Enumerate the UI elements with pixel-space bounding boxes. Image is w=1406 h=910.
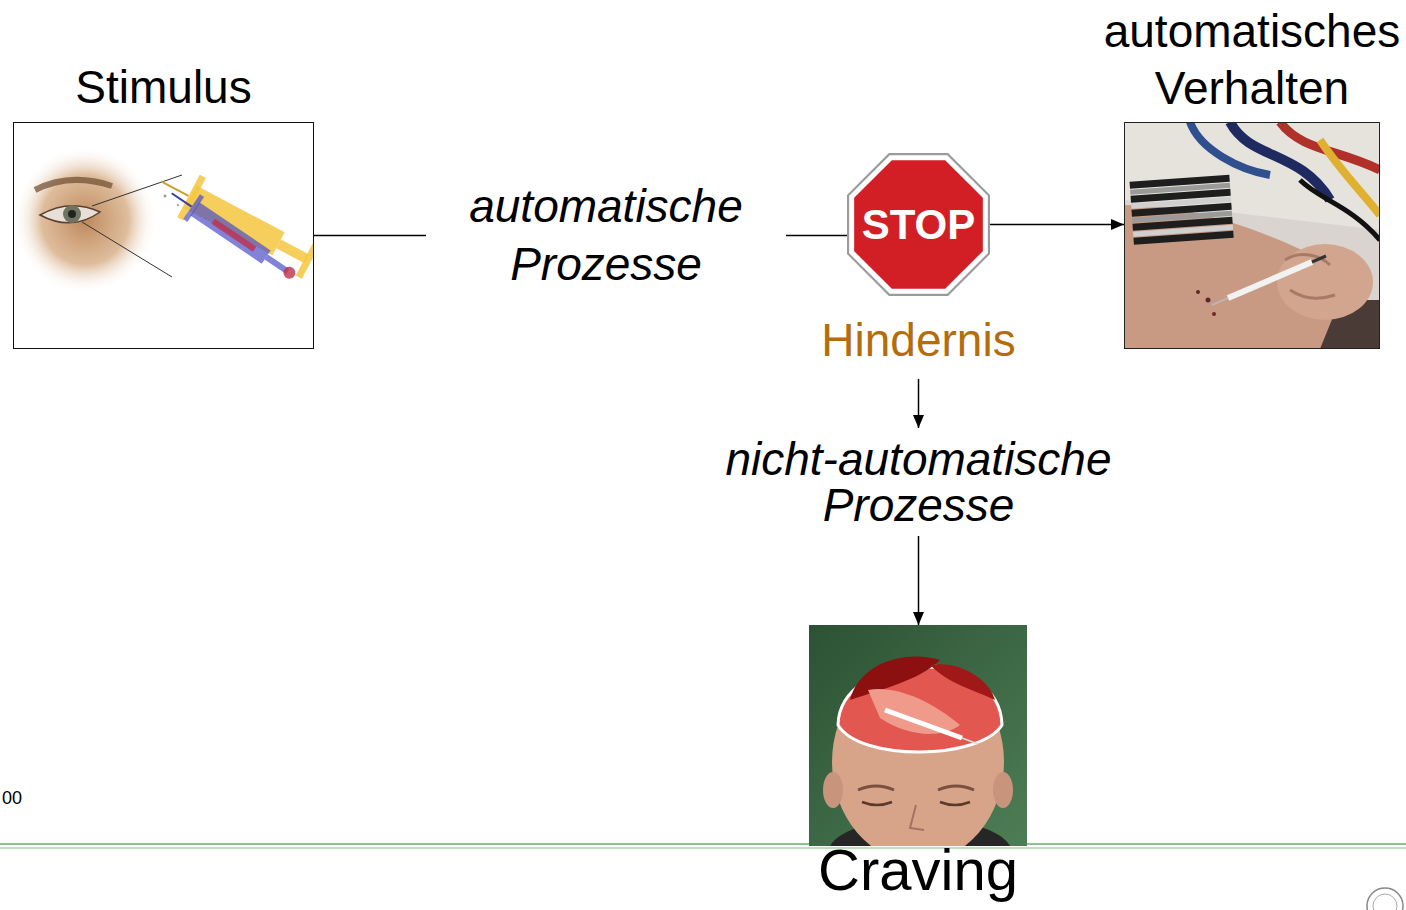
picture-line xyxy=(885,710,962,738)
craving-picture xyxy=(809,625,1027,846)
picture-g xyxy=(1130,175,1234,245)
node-caption: Craving xyxy=(768,842,1068,897)
edge-label: nicht-automatische Prozesse xyxy=(699,436,1139,528)
picture-rect xyxy=(1124,122,1380,349)
picture-ellipse xyxy=(14,146,157,294)
picture-path xyxy=(910,805,924,830)
picture-path xyxy=(1320,140,1380,215)
picture-path xyxy=(940,802,970,805)
picture-ellipse xyxy=(1277,244,1373,320)
stop-text: STOP xyxy=(862,204,976,246)
picture-g xyxy=(163,181,302,289)
eye-syringe-picture xyxy=(14,146,313,294)
picture-rect xyxy=(183,194,204,222)
craving-picture-box: Craving xyxy=(809,625,1027,846)
picture-line xyxy=(1212,298,1228,305)
behaviour-picture-box: automatisches Verhalten xyxy=(1124,122,1380,349)
arrow-head xyxy=(913,612,924,625)
picture-circle xyxy=(68,210,76,218)
node-heading: automatisches Verhalten xyxy=(1097,3,1406,117)
footer-rule xyxy=(0,843,1406,849)
stop-sign-node: STOPHindernis xyxy=(847,153,990,296)
picture-circle xyxy=(164,195,167,198)
picture-path xyxy=(858,786,894,790)
arrow-head xyxy=(913,415,924,428)
picture-circle xyxy=(63,205,81,223)
picture-rect xyxy=(211,219,256,252)
picture-rect xyxy=(0,843,1406,845)
edge-label: automatische Prozesse xyxy=(446,178,766,293)
picture-path xyxy=(1230,122,1330,200)
picture-circle xyxy=(281,264,298,281)
picture-rect xyxy=(0,847,1406,849)
picture-circle xyxy=(1367,888,1403,910)
text-slot: STOP xyxy=(847,153,990,296)
picture-path xyxy=(1190,122,1270,175)
picture-path xyxy=(930,664,995,700)
picture-path xyxy=(40,206,100,223)
picture-line xyxy=(962,738,978,744)
picture-rect xyxy=(1133,231,1233,245)
text-slot: Craving xyxy=(768,842,1068,897)
arrow-head xyxy=(1111,219,1124,230)
obstacle-label: Hindernis xyxy=(789,314,1049,367)
connector-line xyxy=(990,224,1124,226)
text-slot: Stimulus xyxy=(14,60,314,115)
picture-circle xyxy=(1206,298,1211,303)
picture-path xyxy=(35,180,112,190)
text-slot: automatisches Verhalten xyxy=(1097,3,1406,117)
picture-circle xyxy=(177,204,179,206)
stimulus-picture-box: Stimulus xyxy=(13,122,314,349)
octagon-ring xyxy=(847,153,990,296)
picture-path xyxy=(862,802,892,805)
university-seal xyxy=(1367,888,1403,910)
picture-circle xyxy=(1212,312,1216,316)
text-slot: 00 xyxy=(2,788,22,810)
picture-path xyxy=(938,786,974,790)
picture-path xyxy=(1124,122,1380,230)
picture-line xyxy=(161,181,188,196)
connector-line xyxy=(786,235,847,237)
picture-g xyxy=(150,160,313,282)
picture-circle xyxy=(1373,894,1397,910)
picture-rect xyxy=(190,202,270,263)
picture-path xyxy=(1300,180,1380,240)
connector xyxy=(990,219,1124,230)
page-number: 00 xyxy=(2,788,22,810)
picture-ellipse xyxy=(993,772,1013,808)
picture-line xyxy=(92,175,182,206)
octagon-ring xyxy=(854,160,983,289)
picture-path xyxy=(1280,122,1380,170)
edge-label-patch: nicht-automatische Prozesse xyxy=(699,436,1139,528)
text-slot: Hindernis xyxy=(789,314,1049,367)
picture-path xyxy=(1290,290,1335,298)
picture-line xyxy=(1228,262,1312,298)
connector-line xyxy=(918,536,920,625)
connector-line xyxy=(314,235,426,237)
picture-line xyxy=(1312,256,1326,262)
picture-rect xyxy=(296,240,313,279)
picture-line xyxy=(82,222,172,277)
node-heading: Stimulus xyxy=(14,60,314,115)
edge-label-patch: automatische Prozesse xyxy=(446,178,766,293)
picture-circle xyxy=(1196,290,1200,294)
picture-path xyxy=(868,689,960,734)
injection-picture xyxy=(1124,122,1380,349)
picture-line xyxy=(172,193,192,206)
picture-ellipse xyxy=(823,772,843,808)
octagon-ring xyxy=(849,155,988,294)
